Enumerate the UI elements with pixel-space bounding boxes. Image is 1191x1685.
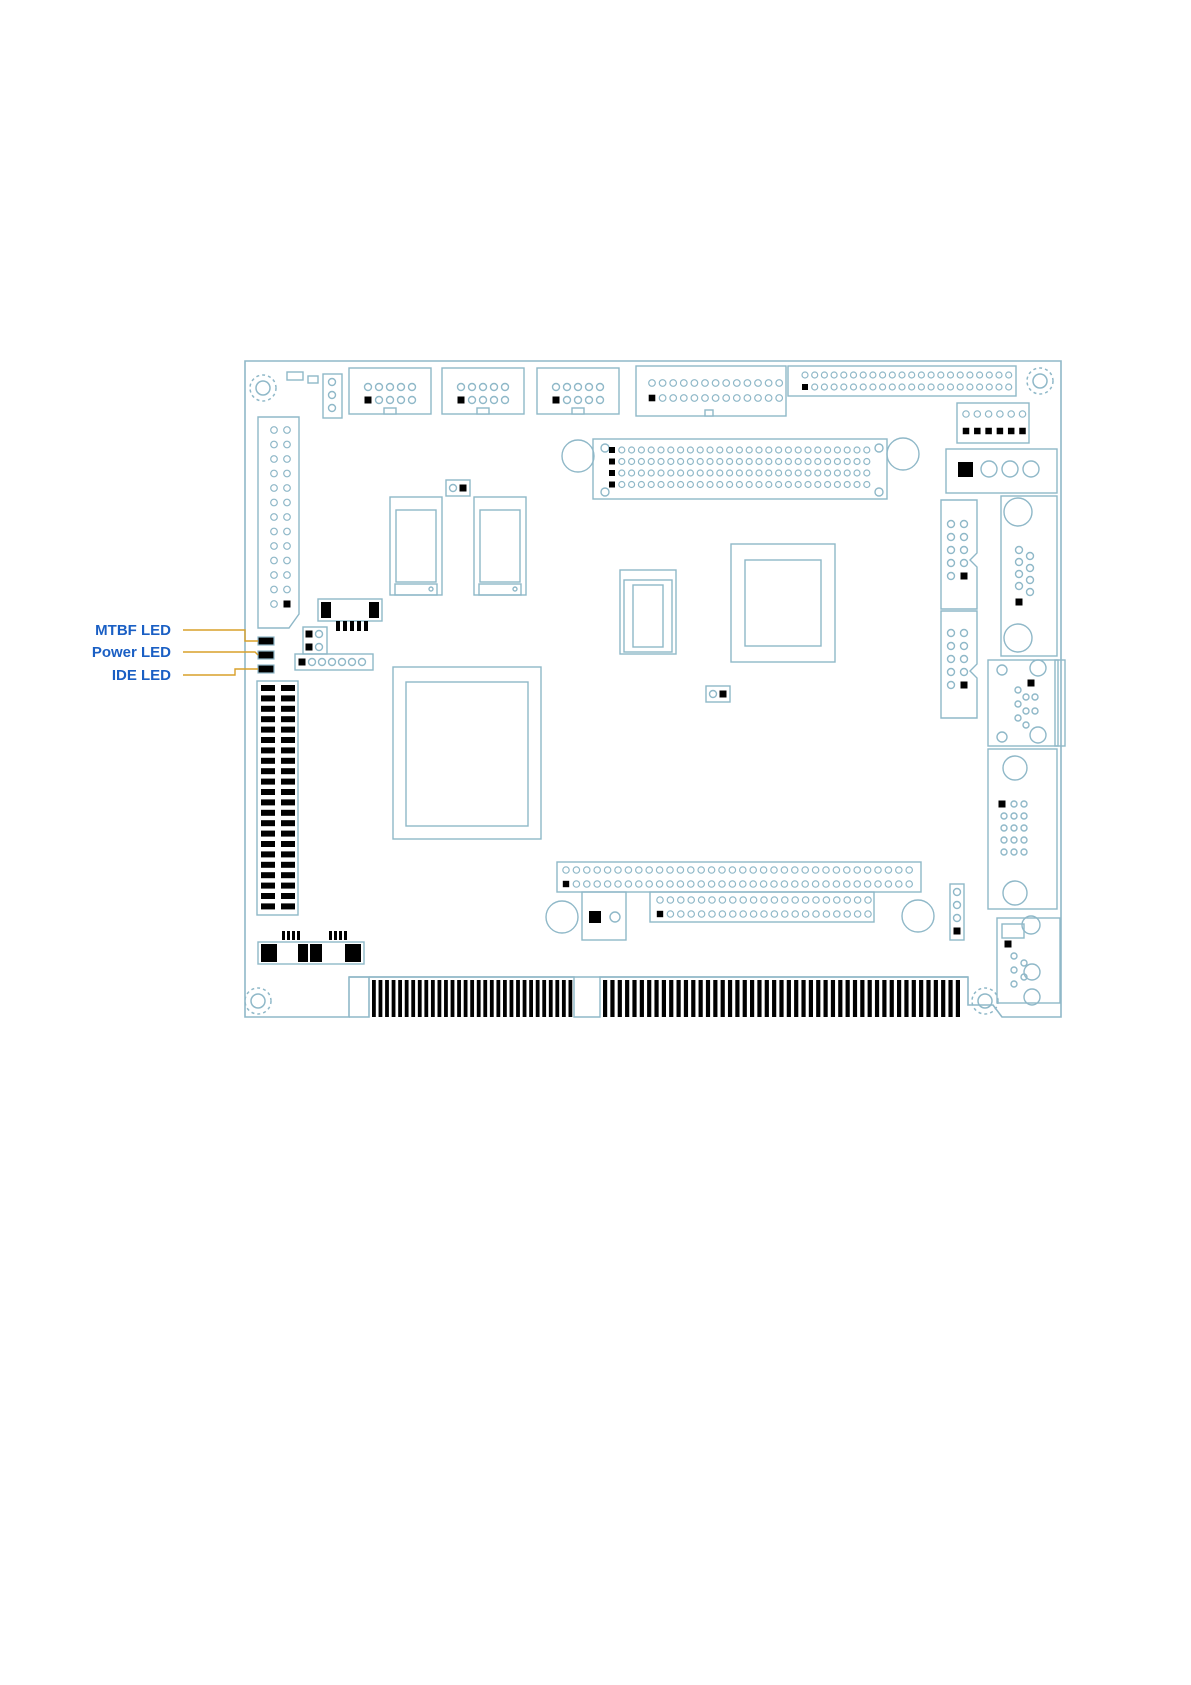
top-box-header-3 [537, 368, 619, 414]
power-led-leader [183, 652, 258, 655]
mounting-hole-top-left [250, 375, 276, 401]
power-led-indicator [258, 651, 274, 659]
chip-package-right [474, 497, 526, 595]
mounting-hole-bottom-left [245, 988, 271, 1014]
small-smt-connector [318, 599, 382, 631]
chip-package-left [390, 497, 442, 595]
rj-connector-middle [988, 660, 1065, 746]
mtbf-led-indicator [258, 637, 274, 645]
large-chip-left [393, 667, 541, 839]
generated-pin-arrays [261, 372, 1026, 1017]
mtbf-led-leader [183, 630, 258, 641]
vga-connector [988, 749, 1057, 909]
small-jumper-center [706, 686, 730, 702]
small-chip-center [620, 570, 676, 654]
ide-led-leader [183, 669, 258, 675]
power-connector [946, 449, 1057, 493]
left-vertical-header [258, 417, 299, 628]
mtbf-led-label: MTBF LED [95, 622, 171, 639]
led-jumper-block [295, 627, 373, 670]
mounting-hole-top-right [1027, 368, 1053, 394]
top-box-header-2 [442, 368, 524, 414]
top-jumper-area [287, 372, 342, 418]
right-top-jumper-block [957, 403, 1029, 443]
right-4pin-header [950, 884, 964, 940]
top-header-26pin [636, 366, 786, 416]
top-box-header-1 [349, 368, 431, 414]
power-led-label: Power LED [92, 644, 171, 661]
bottom-left-smt [258, 931, 364, 964]
right-com-header-lower [941, 611, 977, 718]
left-black-pad-header [257, 681, 298, 915]
bottom-header-40pin [650, 892, 874, 922]
db-connector-upper [1001, 496, 1057, 656]
top-header-44pin [788, 366, 1016, 396]
large-chip-right [731, 544, 835, 662]
mounting-holes [245, 368, 1053, 1014]
led-leader-lines [183, 630, 258, 675]
led-indicators [258, 637, 274, 673]
bottom-right-connector [997, 916, 1060, 1005]
right-com-header-upper [941, 500, 977, 609]
mounting-hole-bottom-right [972, 988, 998, 1014]
small-jumper-top [446, 480, 470, 496]
ide-led-indicator [258, 665, 274, 673]
ide-led-label: IDE LED [112, 667, 171, 684]
